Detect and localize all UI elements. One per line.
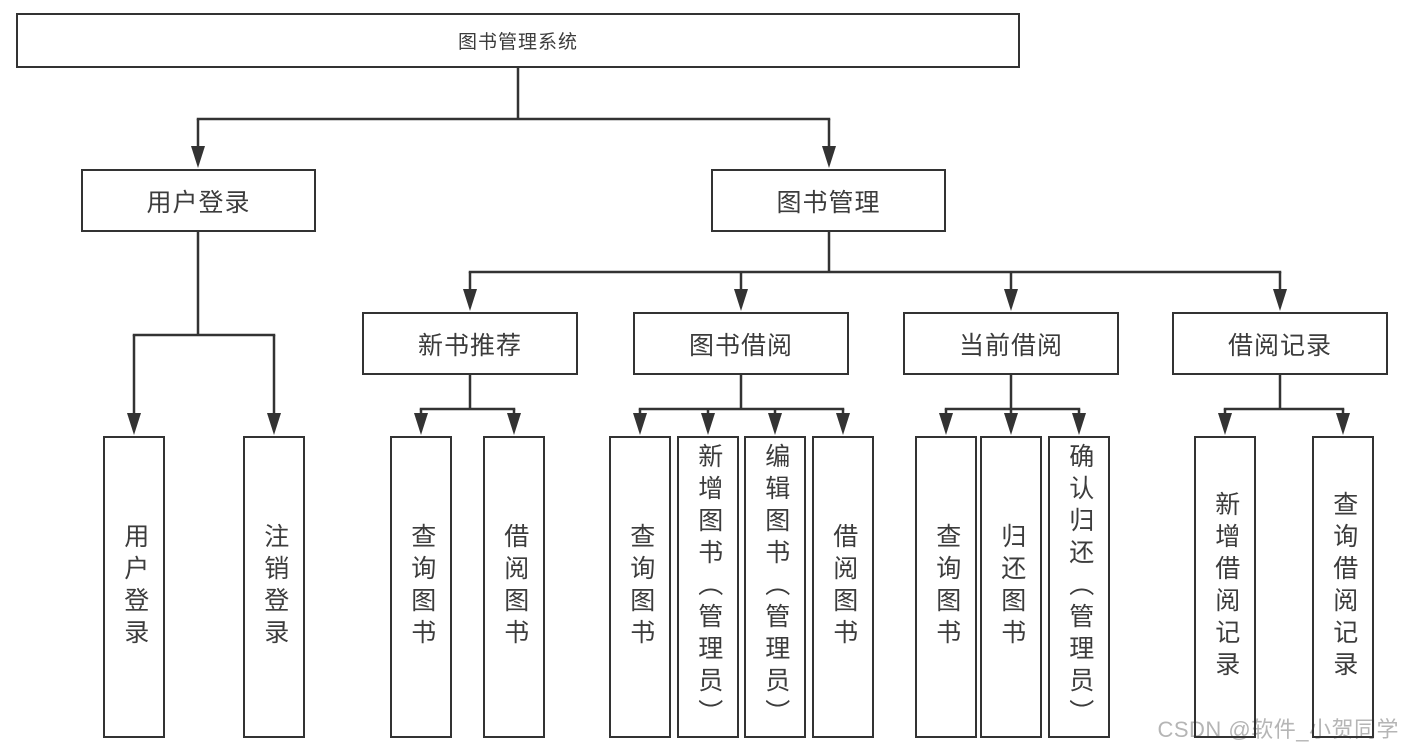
leaf-label: 编辑图书（管理员） (761, 443, 790, 731)
leaf-query-books: 查询图书 (390, 436, 452, 738)
leaf-query-books: 查询图书 (609, 436, 671, 738)
leaf-return-books: 归还图书 (980, 436, 1042, 738)
leaf-label: 归还图书 (997, 523, 1026, 651)
watermark-csdn: CSDN @软件_小贺同学 (1157, 717, 1399, 742)
leaf-label: 用户登录 (120, 523, 149, 651)
leaf-label: 确认归还（管理员） (1065, 443, 1094, 731)
leaf-label: 查询图书 (407, 523, 436, 651)
node-user-login: 用户登录 (81, 169, 316, 232)
leaf-label: 借阅图书 (829, 523, 858, 651)
leaf-label: 新增图书（管理员） (694, 443, 723, 731)
leaf-borrow-books: 借阅图书 (483, 436, 545, 738)
node-new-book-recommendation: 新书推荐 (362, 312, 578, 375)
node-book-borrowing: 图书借阅 (633, 312, 849, 375)
leaf-add-books-admin: 新增图书（管理员） (677, 436, 739, 738)
leaf-query-borrow-record: 查询借阅记录 (1312, 436, 1374, 738)
leaf-edit-books-admin: 编辑图书（管理员） (744, 436, 806, 738)
leaf-label: 注销登录 (260, 523, 289, 651)
leaf-add-borrow-record: 新增借阅记录 (1194, 436, 1256, 738)
leaf-borrow-books: 借阅图书 (812, 436, 874, 738)
leaf-label: 新增借阅记录 (1211, 491, 1240, 683)
leaf-label: 借阅图书 (500, 523, 529, 651)
leaf-logout-login: 注销登录 (243, 436, 305, 738)
leaf-label: 查询图书 (932, 523, 961, 651)
node-book-management: 图书管理 (711, 169, 946, 232)
node-borrowing-records: 借阅记录 (1172, 312, 1388, 375)
leaf-label: 查询借阅记录 (1329, 491, 1358, 683)
leaf-user-login: 用户登录 (103, 436, 165, 738)
node-current-borrowing: 当前借阅 (903, 312, 1119, 375)
leaf-confirm-return-admin: 确认归还（管理员） (1048, 436, 1110, 738)
leaf-label: 查询图书 (626, 523, 655, 651)
leaf-query-books: 查询图书 (915, 436, 977, 738)
node-library-management-system: 图书管理系统 (16, 13, 1020, 68)
